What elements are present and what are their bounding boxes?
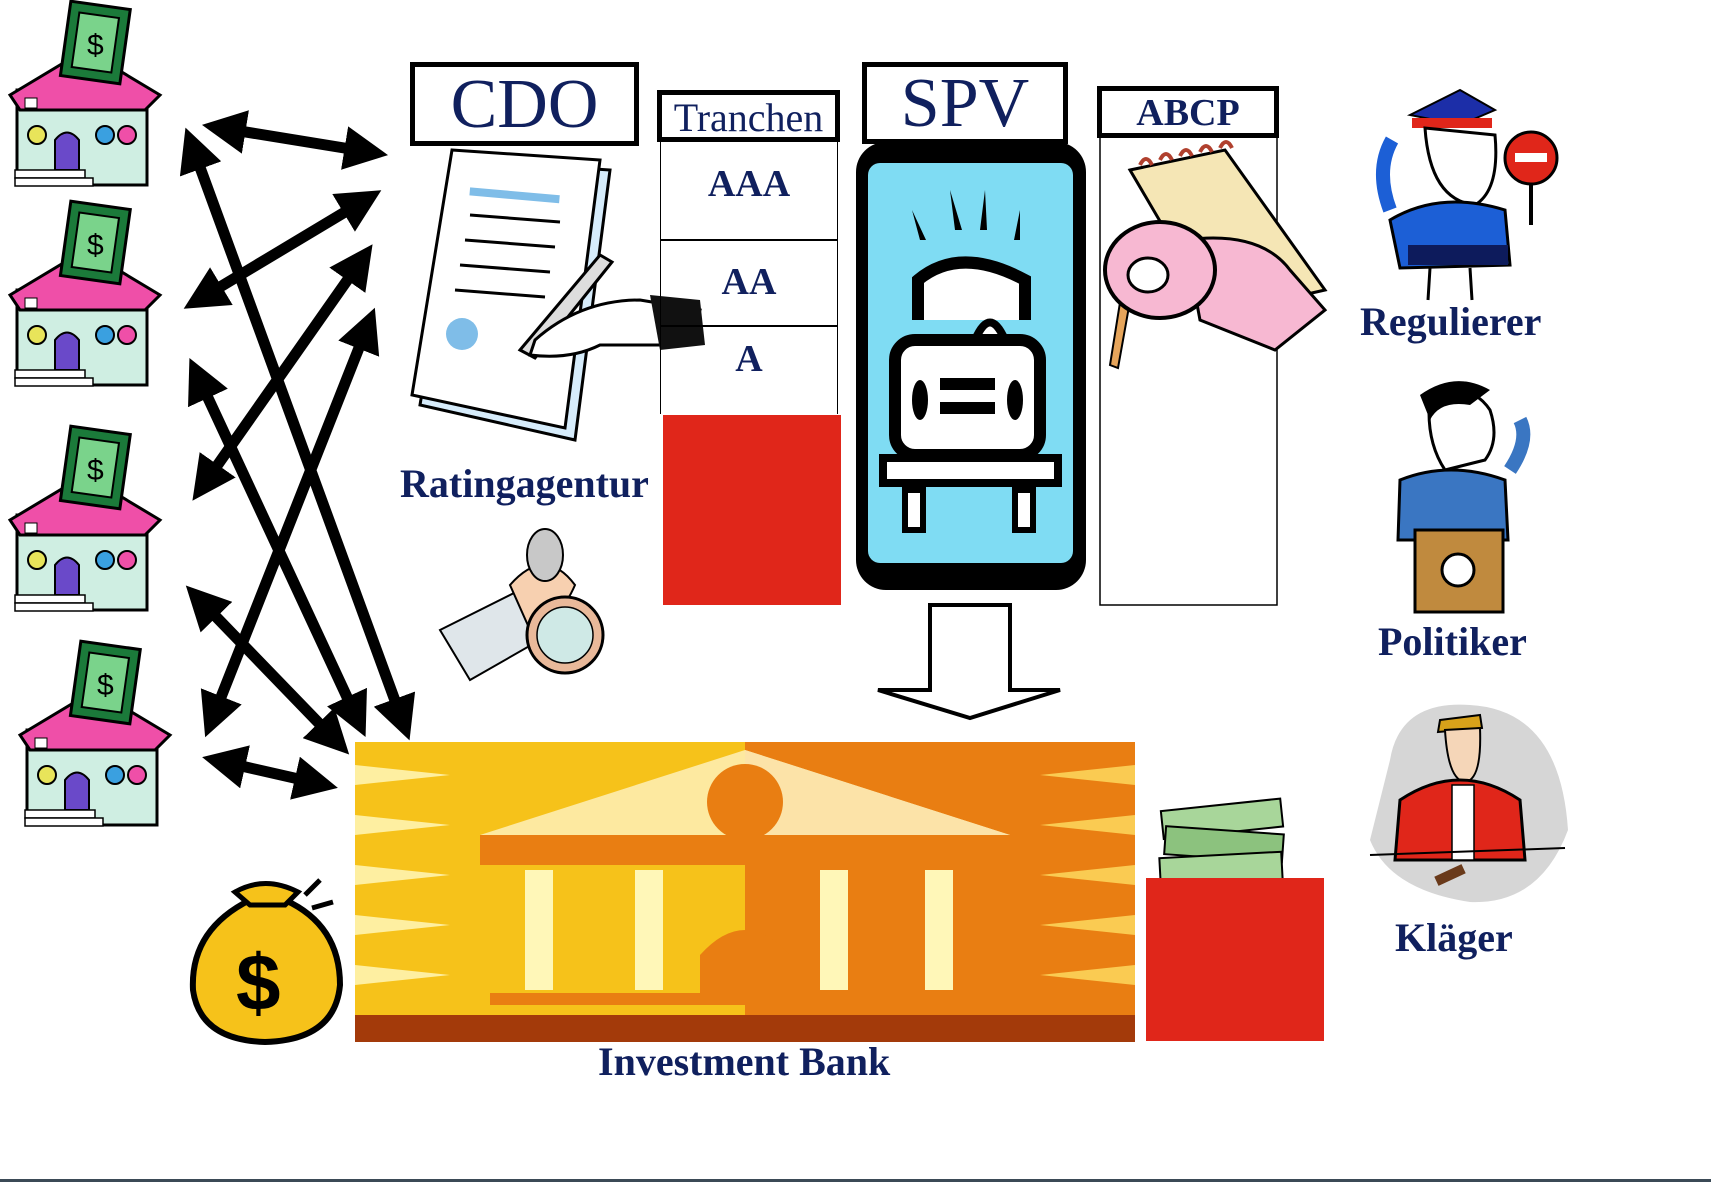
cash-stack-icon: [1158, 797, 1285, 888]
tranche-table: AAA AA A: [660, 142, 838, 414]
tranche-divider-1: [661, 239, 837, 241]
down-arrow-icon: [877, 603, 1061, 721]
abcp-title-box: ABCP: [1097, 86, 1279, 138]
cdo-label: CDO: [450, 66, 599, 143]
bottom-rule: [0, 1179, 1711, 1182]
policeman-icon: [1375, 88, 1559, 301]
flow-arrows: [179, 110, 416, 800]
money-bag-icon: $: [189, 878, 344, 1046]
rating-agency-label: Ratingagentur: [400, 461, 649, 506]
tranche-divider-2: [661, 325, 837, 327]
liability-block: [1146, 878, 1324, 1041]
politician-label: Politiker: [1378, 619, 1527, 664]
house-icon-2: [8, 199, 162, 388]
house-icon-4: [18, 639, 172, 828]
equity-tranche-block: [663, 415, 841, 605]
tranche-aaa: AAA: [707, 163, 791, 205]
regulator-label: Regulierer: [1360, 299, 1542, 344]
house-icon-1: [8, 0, 162, 188]
svg-text:$: $: [236, 938, 281, 1027]
contract-icon: [410, 148, 705, 442]
paper-roll-icon: [1103, 140, 1328, 370]
tranche-aa: AA: [721, 261, 777, 303]
coin-hand-icon: [438, 528, 605, 682]
politician-icon: [1396, 381, 1531, 614]
abcp-label: ABCP: [1136, 92, 1240, 134]
cdo-title-box: CDO: [410, 62, 639, 146]
tranche-a: A: [735, 338, 763, 380]
house-icon-3: [8, 424, 162, 613]
judge-icon: [1369, 704, 1568, 903]
bank-icon: [355, 742, 1135, 1042]
investment-bank-label: Investment Bank: [598, 1039, 891, 1084]
spv-label: SPV: [900, 65, 1030, 142]
spv-title-box: SPV: [862, 62, 1068, 144]
tranchen-title-box: Tranchen: [657, 90, 840, 142]
tranchen-label: Tranchen: [673, 95, 824, 140]
plaintiff-label: Kläger: [1395, 915, 1513, 960]
car-icon: [856, 142, 1086, 590]
